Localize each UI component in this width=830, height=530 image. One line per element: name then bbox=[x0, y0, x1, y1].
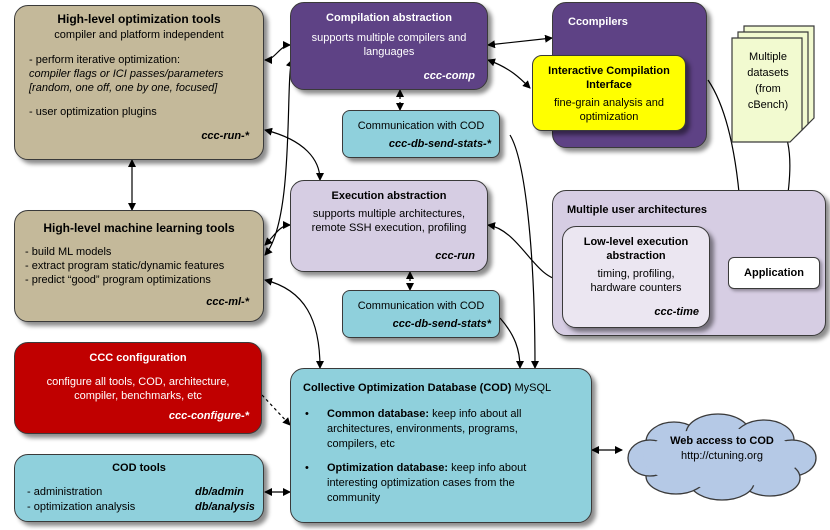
datasets-line2: datasets bbox=[747, 67, 789, 79]
lowlevel-line2: hardware counters bbox=[590, 282, 682, 294]
hl-opt-line4: - user optimization plugins bbox=[29, 106, 157, 118]
web-title: Web access to COD bbox=[670, 435, 774, 447]
comm-top-tag: ccc-db-send-stats-* bbox=[388, 138, 491, 150]
application-label: Application bbox=[744, 267, 804, 279]
cod-tools-row2-tag: db/analysis bbox=[195, 501, 255, 513]
arrow-comp-to-ici bbox=[487, 58, 531, 89]
web-access-cloud[interactable] bbox=[622, 408, 822, 504]
cod-title-main: Collective Optimization Database (COD) bbox=[303, 382, 512, 394]
datasets-line1: Multiple bbox=[749, 51, 787, 63]
cod-tools-row1-tag: db/admin bbox=[195, 486, 244, 498]
arrow-opt-to-comp bbox=[264, 41, 291, 64]
dotted-config-to-cod bbox=[261, 394, 291, 426]
compilation-abstraction-box[interactable]: Compilation abstraction supports multipl… bbox=[290, 2, 488, 90]
ccc-config-tag: ccc-configure-* bbox=[168, 410, 249, 422]
cod-bullet2-line1: Optimization database: keep info about bbox=[327, 461, 526, 475]
cod-optimization-db-label: Optimization database: bbox=[327, 462, 449, 474]
lowlevel-tag: ccc-time bbox=[654, 306, 699, 318]
cod-bullet2-marker: • bbox=[305, 462, 309, 474]
comp-abs-line1: supports multiple compilers and bbox=[311, 32, 467, 44]
low-level-execution-box[interactable]: Low-level execution abstraction timing, … bbox=[562, 226, 710, 328]
datasets-stack bbox=[731, 25, 815, 143]
ici-title-line2: Interface bbox=[586, 79, 632, 91]
ccc-config-title: CCC configuration bbox=[89, 352, 187, 364]
cod-tools-row2-label: - optimization analysis bbox=[27, 501, 136, 513]
hl-opt-tag: ccc-run-* bbox=[201, 130, 249, 142]
arrow-ml-to-exec bbox=[264, 221, 291, 246]
cod-bullet1-line1: Common database: keep info about all bbox=[327, 407, 521, 421]
hl-ml-item-1: - build ML models bbox=[25, 246, 112, 258]
exec-abs-line1: supports multiple architectures, bbox=[312, 208, 466, 220]
execution-abstraction-box[interactable]: Execution abstraction supports multiple … bbox=[290, 180, 488, 272]
cod-common-db-label: Common database: bbox=[327, 408, 430, 420]
datasets-line4: cBench) bbox=[747, 99, 789, 111]
ici-line1: fine-grain analysis and bbox=[553, 97, 665, 109]
datasets-line3: (from bbox=[755, 83, 781, 95]
cod-box[interactable]: Collective Optimization Database (COD) M… bbox=[290, 368, 592, 523]
lowlevel-title-line1: Low-level execution bbox=[583, 236, 689, 248]
exec-abs-tag: ccc-run bbox=[435, 250, 475, 262]
ccc-configuration-box[interactable]: CCC configuration configure all tools, C… bbox=[14, 342, 262, 434]
hl-ml-item-3: - predict “good” program optimizations bbox=[25, 274, 211, 286]
arrow-commtop-to-cod bbox=[509, 134, 539, 369]
hl-ml-title: High-level machine learning tools bbox=[43, 221, 235, 235]
hl-ml-item-2: - extract program static/dynamic feature… bbox=[25, 260, 225, 272]
arrow-commmid-to-cod bbox=[499, 317, 524, 369]
comp-abs-line2: languages bbox=[363, 46, 415, 58]
cod-tools-title: COD tools bbox=[112, 462, 166, 474]
hl-opt-line3: [random, one off, one by one, focused] bbox=[29, 82, 218, 94]
cod-title: Collective Optimization Database (COD) M… bbox=[303, 381, 551, 395]
ccompilers-title: Ccompilers bbox=[568, 16, 628, 28]
lowlevel-title-line2: abstraction bbox=[606, 250, 666, 262]
arch-title: Multiple user architectures bbox=[567, 204, 707, 216]
hl-ml-tag: ccc-ml-* bbox=[206, 296, 249, 308]
comm-mid-tag: ccc-db-send-stats* bbox=[392, 318, 491, 330]
application-box[interactable]: Application bbox=[728, 257, 820, 289]
cod-bullet2-line3: community bbox=[327, 492, 381, 504]
communication-cod-middle-box[interactable]: Communication with COD ccc-db-send-stats… bbox=[342, 290, 500, 338]
high-level-optimization-tools-box[interactable]: High-level optimization tools compiler a… bbox=[14, 5, 264, 160]
comm-mid-title: Communication with COD bbox=[357, 300, 485, 312]
communication-cod-top-box[interactable]: Communication with COD ccc-db-send-stats… bbox=[342, 110, 500, 158]
high-level-ml-tools-box[interactable]: High-level machine learning tools - buil… bbox=[14, 210, 264, 322]
ici-line2: optimization bbox=[579, 111, 639, 123]
cod-optimization-db-text: keep info about bbox=[448, 462, 527, 474]
hl-opt-line2: compiler flags or ICI passes/parameters bbox=[29, 68, 224, 80]
comp-abs-tag: ccc-comp bbox=[423, 70, 475, 82]
cod-bullet1-line2: architectures, environments, programs, bbox=[327, 423, 518, 435]
cod-tools-row1-label: - administration bbox=[27, 486, 103, 498]
ccc-config-line2: compiler, benchmarks, etc bbox=[74, 390, 202, 402]
comm-top-title: Communication with COD bbox=[357, 120, 485, 132]
arrow-comp-to-ccompilers bbox=[487, 34, 553, 49]
cod-bullet1-line3: compilers, etc bbox=[327, 438, 395, 450]
exec-abs-line2: remote SSH execution, profiling bbox=[311, 222, 467, 234]
hl-opt-line1: - perform iterative optimization: bbox=[29, 54, 180, 66]
ici-title-line1: Interactive Compilation bbox=[548, 65, 670, 77]
cod-bullet1-marker: • bbox=[305, 408, 309, 420]
exec-abs-title: Execution abstraction bbox=[331, 190, 447, 202]
hl-opt-title: High-level optimization tools bbox=[57, 12, 221, 26]
web-url[interactable]: http://ctuning.org bbox=[681, 450, 763, 462]
comp-abs-title: Compilation abstraction bbox=[326, 12, 452, 24]
cod-bullet2-line2: interesting optimization cases from the bbox=[327, 477, 515, 489]
lowlevel-line1: timing, profiling, bbox=[597, 268, 675, 280]
arrow-opt-to-exec bbox=[264, 127, 324, 181]
cod-tools-box[interactable]: COD tools - administration db/admin - op… bbox=[14, 454, 264, 522]
cod-title-suffix: MySQL bbox=[511, 382, 552, 394]
hl-opt-subtitle: compiler and platform independent bbox=[54, 29, 224, 41]
cod-common-db-text: keep info about all bbox=[429, 408, 522, 420]
ici-box[interactable]: Interactive Compilation Interface fine-g… bbox=[532, 55, 686, 131]
arrow-exec-to-lowlevel bbox=[487, 222, 563, 284]
arrow-ml-to-cod bbox=[264, 277, 324, 369]
ccc-config-line1: configure all tools, COD, architecture, bbox=[46, 376, 230, 388]
